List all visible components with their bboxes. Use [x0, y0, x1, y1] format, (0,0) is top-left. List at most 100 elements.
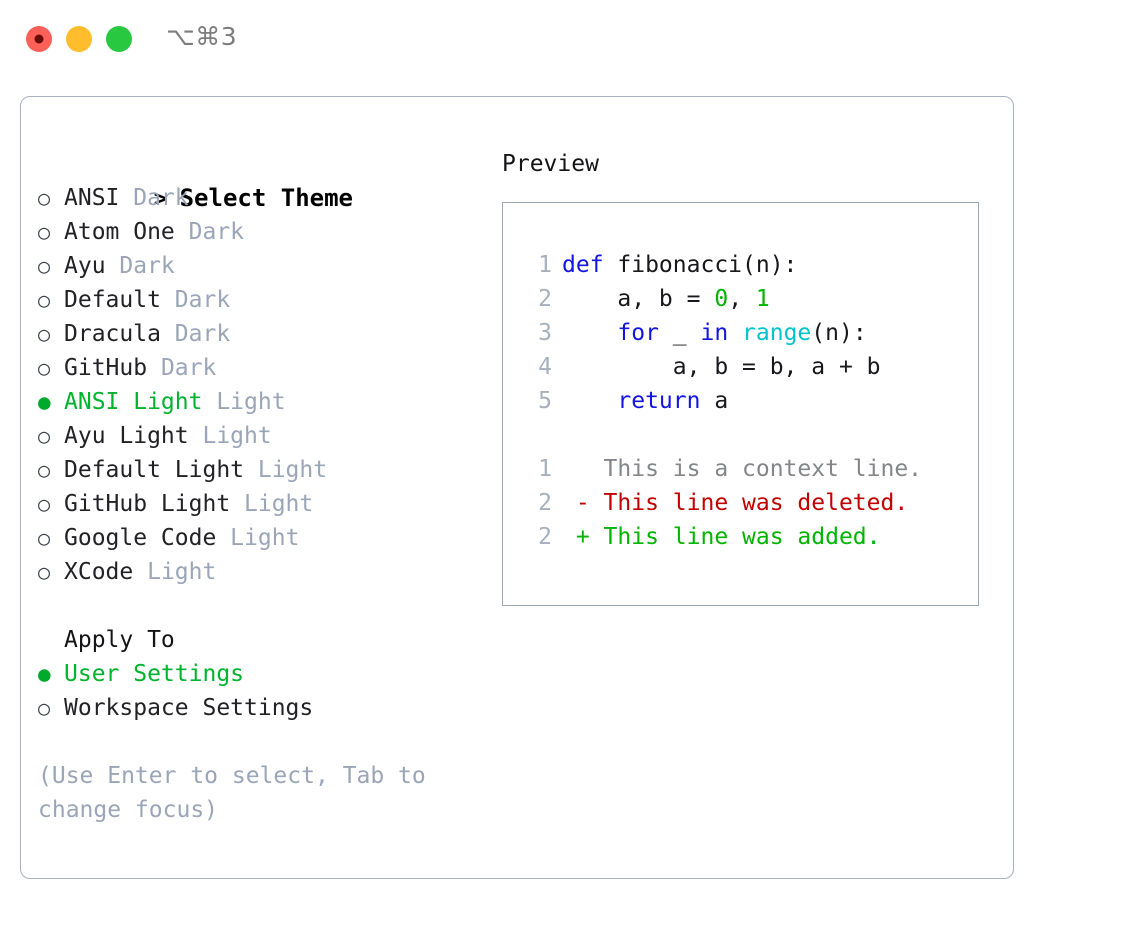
radio-selected-icon[interactable]: ● — [38, 662, 51, 686]
window-titlebar: ⌥⌘3 — [0, 0, 1140, 78]
theme-option-label: ANSI — [64, 185, 120, 211]
theme-option-default-light[interactable]: ○Default Light Light — [38, 453, 488, 487]
radio-unselected-icon[interactable]: ○ — [38, 220, 51, 244]
code-token: for — [617, 320, 659, 346]
theme-option-ansi[interactable]: ○ ANSI Dark — [38, 181, 488, 215]
theme-variant-badge: Light — [202, 389, 286, 415]
theme-option-ayu[interactable]: ○Ayu Dark — [38, 249, 488, 283]
code-token: 0 — [714, 286, 729, 312]
line-number: 3 — [538, 320, 552, 346]
code-token: return — [617, 388, 701, 414]
apply-to-option-label: User Settings — [64, 661, 245, 687]
theme-option-label: Default Light — [64, 457, 245, 483]
code-line: 4 a, b = b, a + b — [522, 350, 978, 384]
radio-unselected-icon[interactable]: ○ — [38, 186, 51, 210]
code-token: 1 — [755, 286, 770, 312]
theme-option-label: Atom One — [64, 219, 175, 245]
code-line: 1 def fibonacci(n): — [522, 248, 978, 282]
theme-option-list: ○ ANSI Dark ○ Atom One Dark ○ Ayu Dark ○ Defaul… — [38, 181, 488, 589]
theme-variant-badge: Dark — [160, 321, 231, 347]
radio-selected-icon[interactable]: ● — [38, 390, 51, 414]
code-token — [562, 388, 617, 414]
apply-to-option-list: ● User Settings ○ Workspace Settings — [38, 657, 488, 725]
code-line: 3 for _ in range(n): — [522, 316, 978, 350]
theme-option-ansi-light[interactable]: ● ANSI Light Light — [38, 385, 488, 419]
theme-variant-badge: Dark — [174, 219, 245, 245]
radio-unselected-icon[interactable]: ○ — [38, 560, 51, 584]
preview-title: Preview — [502, 151, 599, 177]
theme-option-label: GitHub Light — [64, 491, 231, 517]
theme-option-google-code[interactable]: ○ Google Code Light — [38, 521, 488, 555]
theme-option-label: Google Code — [64, 525, 217, 551]
radio-unselected-icon[interactable]: ○ — [38, 424, 51, 448]
select-theme-label: Select Theme — [179, 184, 353, 212]
theme-variant-badge: Light — [216, 525, 300, 551]
theme-option-github-light[interactable]: ○ GitHub Light Light — [38, 487, 488, 521]
apply-to-heading: Apply To — [64, 627, 175, 653]
line-number: 5 — [538, 388, 552, 414]
theme-list-column: > Select Theme ○ ANSI Dark ○ Atom One Dark ○ A… — [38, 147, 488, 827]
radio-unselected-icon[interactable]: ○ — [38, 458, 51, 482]
code-token: _ — [658, 320, 701, 346]
diff-line-ctx: 1 This is a context line. — [522, 452, 978, 486]
code-token: , — [728, 286, 756, 312]
radio-unselected-icon[interactable]: ○ — [38, 288, 51, 312]
code-token — [728, 320, 742, 346]
code-token: a, b = — [562, 286, 715, 312]
theme-option-github[interactable]: ○ GitHub Dark — [38, 351, 488, 385]
theme-option-label: Ayu — [64, 253, 106, 279]
theme-picker-card: > Select Theme ○ ANSI Dark ○ Atom One Dark ○ A… — [20, 96, 1014, 879]
apply-to-option-user-settings[interactable]: ● User Settings — [38, 657, 488, 691]
code-token: range — [742, 320, 812, 346]
theme-option-label: ANSI Light — [64, 389, 203, 415]
apply-to-option-workspace-settings[interactable]: ○ Workspace Settings — [38, 691, 488, 725]
theme-option-default[interactable]: ○Default Dark — [38, 283, 488, 317]
theme-option-ayu-light[interactable]: ○ Ayu Light Light — [38, 419, 488, 453]
diff-line-text: + This line was added. — [562, 524, 881, 550]
radio-unselected-icon[interactable]: ○ — [38, 492, 51, 516]
list-spacer — [38, 589, 488, 623]
radio-unselected-icon[interactable]: ○ — [38, 526, 51, 550]
prompt-caret-icon: > — [153, 186, 168, 212]
line-number: 1 — [538, 252, 552, 278]
code-token: fibonacci(n): — [617, 252, 798, 278]
radio-unselected-icon[interactable]: ○ — [38, 356, 51, 380]
maximize-button[interactable] — [106, 26, 132, 52]
theme-option-label: Ayu Light — [64, 423, 189, 449]
code-token: def — [562, 252, 618, 278]
line-number: 1 — [538, 456, 552, 482]
theme-option-label: GitHub — [64, 355, 148, 381]
radio-unselected-icon[interactable]: ○ — [38, 696, 51, 720]
theme-option-xcode[interactable]: ○ XCode Light — [38, 555, 488, 589]
theme-option-label: XCode — [64, 559, 134, 585]
theme-variant-badge: Dark — [147, 355, 217, 381]
theme-option-label: Dracula — [64, 321, 161, 347]
line-number: 2 — [538, 524, 552, 550]
line-number: 4 — [538, 354, 552, 380]
theme-variant-badge: Dark — [119, 185, 189, 211]
code-token: a, b = b, a + b — [562, 354, 881, 380]
code-line: 5 return a — [522, 384, 978, 418]
theme-variant-badge: Light — [230, 491, 314, 517]
code-line: 2 a, b = 0, 1 — [522, 282, 978, 316]
preview-gap — [522, 418, 978, 452]
theme-option-label: Default — [64, 287, 161, 313]
diff-line-text: This is a context line. — [562, 456, 923, 482]
diff-line-text: - This line was deleted. — [562, 490, 909, 516]
apply-to-option-label: Workspace Settings — [64, 695, 314, 721]
theme-option-dracula[interactable]: ○ Dracula Dark — [38, 317, 488, 351]
diff-sample: 1 This is a context line. 2 - This line w… — [522, 452, 978, 554]
close-button[interactable] — [26, 26, 52, 52]
line-number: 2 — [538, 490, 552, 516]
minimize-button[interactable] — [66, 26, 92, 52]
code-token: a — [700, 388, 729, 414]
theme-variant-badge: Light — [133, 559, 217, 585]
theme-variant-badge: Light — [188, 423, 272, 449]
line-number: 2 — [538, 286, 552, 312]
radio-unselected-icon[interactable]: ○ — [38, 322, 51, 346]
theme-option-atom-one[interactable]: ○ Atom One Dark — [38, 215, 488, 249]
radio-unselected-icon[interactable]: ○ — [38, 254, 51, 278]
